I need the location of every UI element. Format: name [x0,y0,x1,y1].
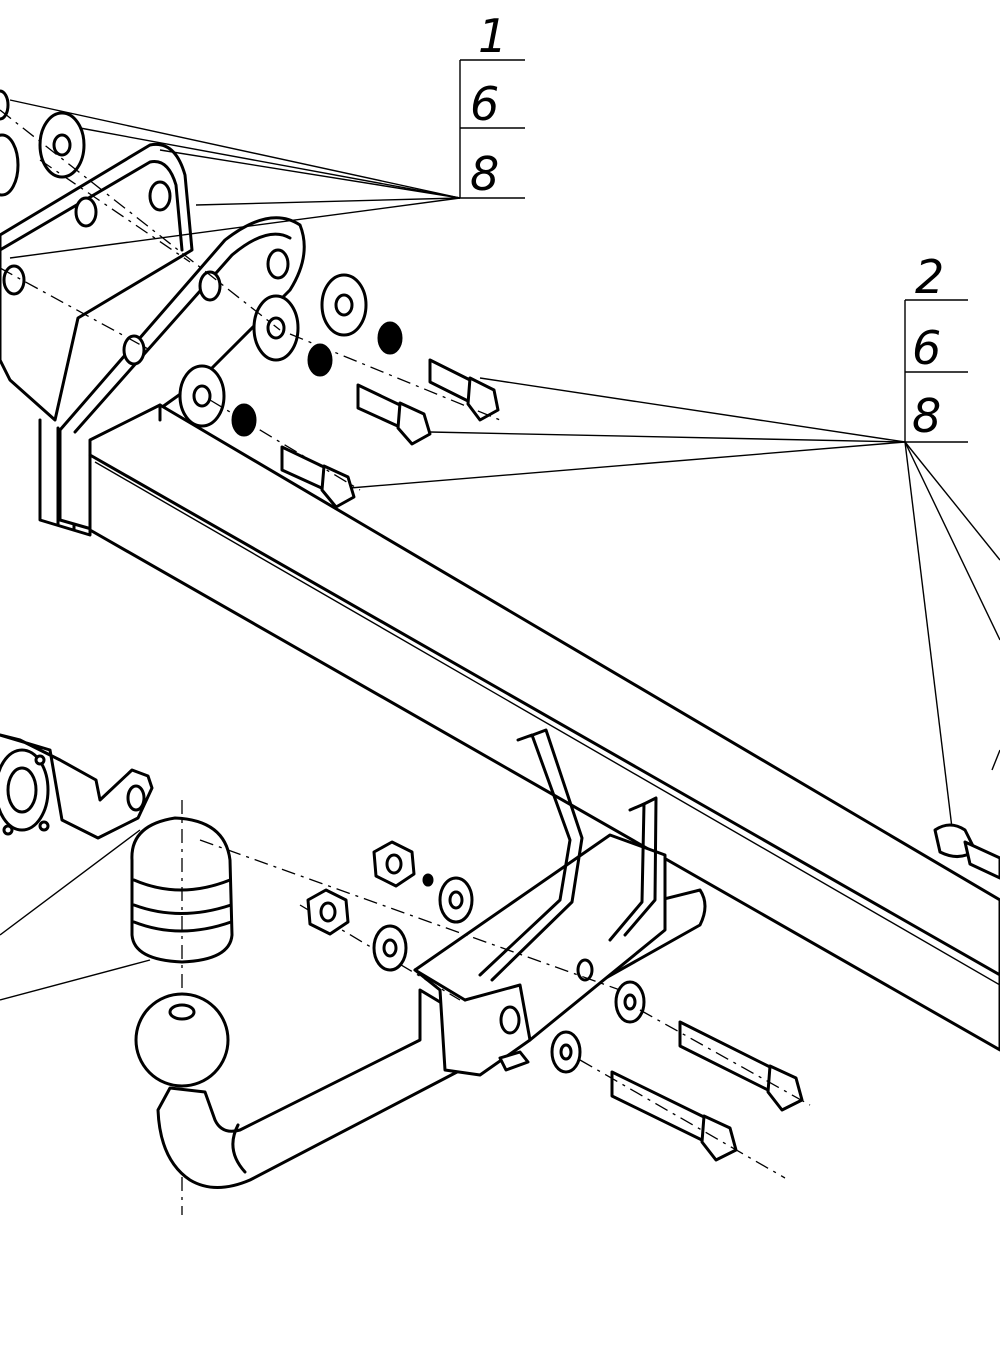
bracket-fasteners [0,89,501,509]
bolt-bracket-upper [678,1020,804,1112]
bolt-upper [428,358,500,422]
callout-1-bottom: 8 [470,147,499,201]
bolt-lower [280,445,356,509]
callout-2-top: 2 [915,250,944,304]
ball-fasteners [199,839,811,1179]
cross-beam [88,403,1000,1052]
socket-bracket [0,733,154,1001]
bolt-middle [356,383,432,446]
mounting-bracket-left [0,142,194,537]
callout-2-middle: 6 [912,321,941,375]
towing-bracket [413,728,667,1077]
callout-1-top: 1 [478,9,507,63]
tow-ball-arm [134,888,707,1189]
bolt-bracket-lower [610,1070,738,1162]
callout-group-1: 1 6 8 [9,9,525,259]
nut-upper [372,840,416,888]
callout-edge-fragment [933,749,1000,880]
nut-lower [306,888,350,936]
callout-group-2: 2 6 8 [349,250,1000,829]
callout-1-middle: 6 [470,77,499,131]
callout-2-bottom: 8 [912,389,941,443]
